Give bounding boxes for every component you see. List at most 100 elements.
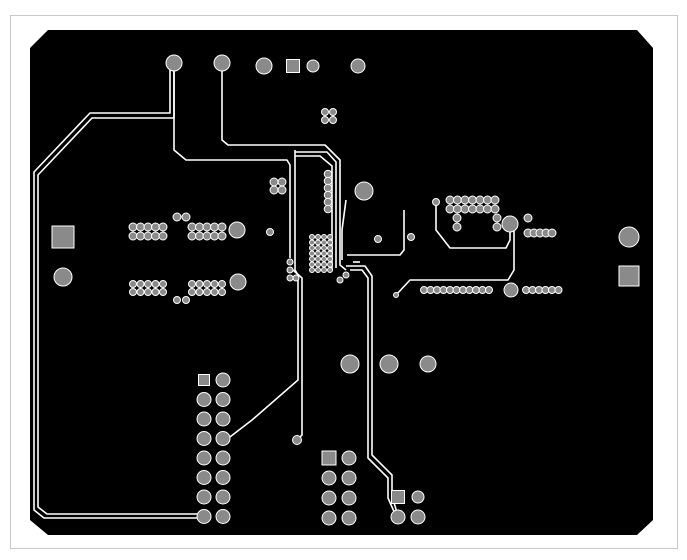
- ic-pin: [485, 286, 493, 294]
- pad-round: [354, 181, 374, 201]
- ic-pin: [468, 204, 477, 214]
- ic-pin: [483, 204, 492, 214]
- trace-e: [225, 150, 299, 441]
- via: [321, 108, 329, 116]
- pad-round: [215, 431, 231, 446]
- pad-round: [419, 355, 437, 373]
- ic-pin: [128, 231, 138, 241]
- bga-ball: [321, 239, 327, 246]
- via: [432, 198, 440, 206]
- bga-ball: [315, 267, 321, 273]
- pad-round: [341, 490, 357, 506]
- pad-round: [215, 470, 231, 485]
- pad-round: [215, 372, 231, 388]
- via: [321, 116, 329, 124]
- trace-b: [221, 63, 347, 271]
- pads: [51, 54, 640, 526]
- pad-round: [215, 489, 231, 505]
- ic-pin: [459, 286, 467, 294]
- ic-pin: [453, 195, 462, 205]
- ic-pin: [203, 280, 211, 288]
- ic-pin: [151, 288, 160, 296]
- via: [374, 235, 382, 243]
- ic-pin: [554, 286, 563, 294]
- via: [286, 266, 294, 274]
- via: [323, 176, 333, 186]
- pad-round: [196, 470, 212, 485]
- ic-pin: [218, 288, 226, 296]
- bga-ball: [321, 261, 327, 268]
- pad-round: [196, 489, 212, 505]
- ic-pin: [433, 286, 441, 294]
- ic-pin: [187, 231, 197, 241]
- via: [342, 271, 350, 279]
- ic-pin: [210, 222, 219, 232]
- ic-pin: [203, 288, 211, 296]
- pad-round: [196, 392, 212, 407]
- bga-ball: [321, 267, 327, 273]
- pad-round: [196, 411, 212, 427]
- bga-ball: [321, 234, 327, 240]
- trace-l: [341, 199, 347, 260]
- via: [336, 276, 344, 284]
- bga-ball: [309, 267, 315, 273]
- ic-pin: [452, 213, 462, 223]
- trace-j: [395, 227, 515, 296]
- pad-square: [286, 59, 300, 73]
- pad-round: [215, 411, 231, 427]
- ic-pin: [426, 286, 435, 294]
- pad-round: [306, 59, 320, 73]
- ic-pin: [218, 280, 226, 288]
- bga-ball: [315, 261, 321, 268]
- ic-pin: [128, 222, 138, 232]
- bga-ball: [321, 245, 327, 251]
- pad-round: [501, 215, 519, 233]
- ic-pin: [420, 286, 428, 294]
- via: [286, 274, 294, 282]
- ic-pin: [475, 204, 485, 214]
- pad-round: [196, 509, 212, 524]
- pad-round: [379, 354, 399, 374]
- ic-pin: [159, 288, 167, 296]
- ic-pin: [483, 195, 492, 205]
- ic-pin: [547, 228, 557, 238]
- pad-round: [215, 509, 231, 524]
- via: [292, 435, 302, 445]
- bga-ball: [321, 256, 327, 262]
- ic-pin: [210, 280, 219, 288]
- ic-pin: [195, 222, 204, 232]
- bga-ball: [315, 239, 321, 246]
- pad-round: [390, 509, 406, 525]
- pad-round: [53, 267, 73, 287]
- ic-pin: [144, 288, 152, 296]
- bga-ball: [315, 234, 321, 240]
- ic-pin: [452, 286, 461, 294]
- ic-pin: [217, 222, 227, 232]
- ic-pin: [144, 280, 152, 288]
- ic-pin: [159, 280, 167, 288]
- ic-pin: [528, 286, 537, 294]
- ic-pin: [472, 286, 480, 294]
- pad-round: [411, 490, 425, 504]
- ic-pin: [181, 212, 191, 222]
- via: [323, 169, 333, 179]
- trace-a: [173, 63, 291, 258]
- ic-pin: [188, 288, 196, 296]
- bga-ball: [315, 250, 321, 257]
- trace-c: [295, 151, 337, 268]
- ic-pin: [143, 231, 153, 241]
- pad-round: [229, 273, 247, 291]
- ic-pin: [143, 222, 153, 232]
- ic-pin: [492, 222, 502, 232]
- pad-round: [350, 58, 366, 74]
- via: [277, 177, 287, 187]
- ic-pin: [535, 286, 543, 294]
- ic-pin: [195, 288, 204, 296]
- bga-ball: [327, 239, 333, 246]
- ic-pin: [172, 212, 182, 222]
- pad-round: [228, 221, 246, 239]
- pad-round: [215, 392, 231, 407]
- bga-ball: [309, 256, 315, 262]
- pad-round: [321, 490, 337, 506]
- ic-pin: [195, 280, 204, 288]
